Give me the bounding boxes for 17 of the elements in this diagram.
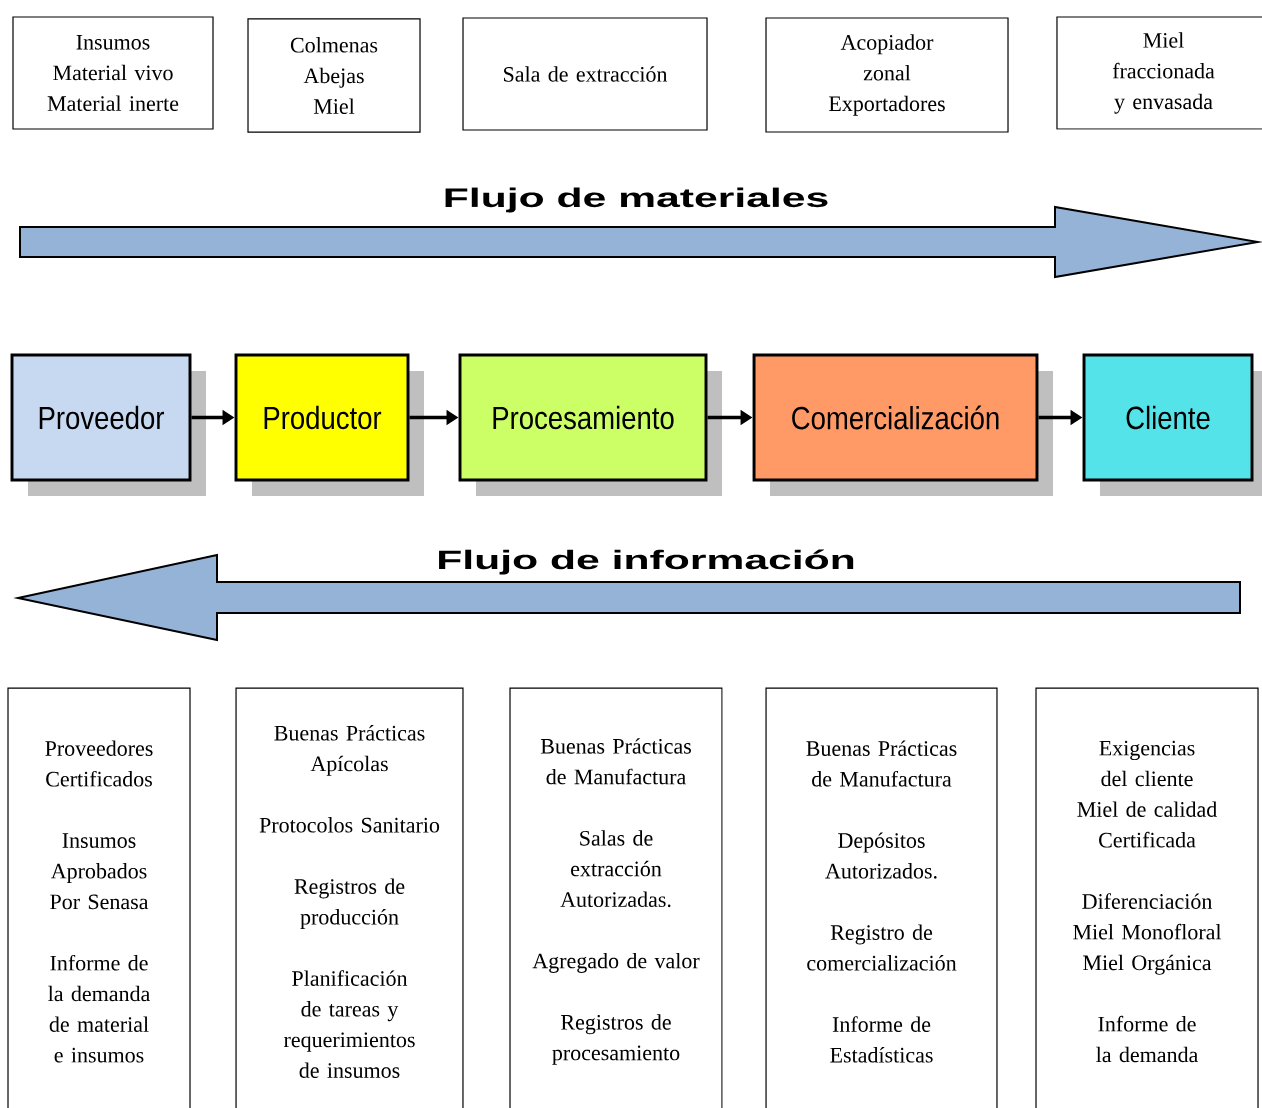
item-box: Acopiador zonal Exportadores — [765, 17, 1009, 133]
item-box: Colmenas Abejas Miel — [247, 18, 421, 133]
item-box: Miel fraccionada y envasada — [1056, 16, 1262, 130]
process-box: Procesamiento — [458, 353, 708, 482]
info-box: Buenas Prácticas Apícolas Protocolos Sanitario Registros de producción Planificación de tareas y requerimientos de insumos — [235, 687, 464, 1108]
info-box: Exigencias del cliente Miel de calidad Certificada Diferenciación Miel Monofloral Miel Orgánica Informe de la demanda — [1035, 687, 1259, 1108]
flow-label: Flujo de materiales — [445, 187, 828, 213]
item-box: Sala de extracción — [462, 17, 708, 131]
process-box: Comercialización — [752, 353, 1039, 482]
process-box: Productor — [234, 353, 410, 482]
process-box: Proveedor — [10, 353, 192, 482]
info-box: Buenas Prácticas de Manufactura Salas de extracción Autorizadas. Agregado de valor Registros de procesamiento — [509, 687, 723, 1108]
info-box: Buenas Prácticas de Manufactura Depósitos Autorizados. Registro de comercialización Informe de Estadísticas — [765, 687, 998, 1108]
item-box: Insumos Material vivo Material inerte — [12, 16, 214, 130]
process-box: Cliente — [1082, 353, 1254, 482]
info-box: Proveedores Certificados Insumos Aprobados Por Senasa Informe de la demanda de material e insumos — [7, 687, 191, 1108]
flow-label: Flujo de información — [439, 549, 854, 575]
